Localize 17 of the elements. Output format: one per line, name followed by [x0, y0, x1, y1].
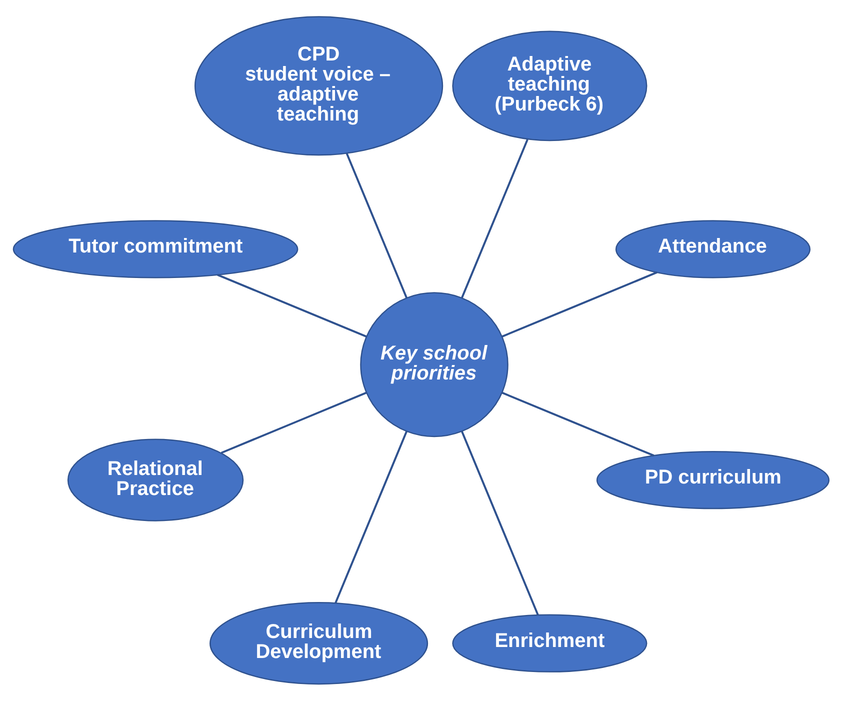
node-ellipse: Attendance — [615, 220, 810, 278]
connector — [502, 271, 658, 338]
node-ellipse: CPD student voice – adaptive teaching — [194, 16, 444, 156]
node-ellipse: Relational Practice — [67, 438, 244, 522]
connector — [334, 431, 408, 604]
connector — [220, 392, 367, 454]
connector — [346, 152, 408, 298]
connector — [217, 274, 367, 338]
node-circle: Key school priorities — [360, 292, 508, 438]
connector — [502, 392, 654, 457]
node-ellipse: PD curriculum — [596, 451, 830, 510]
node-ellipse: Adaptive teaching (Purbeck 6) — [452, 30, 648, 142]
connector — [460, 431, 539, 616]
node-ellipse: Curriculum Development — [210, 602, 428, 685]
node-ellipse: Enrichment — [452, 614, 648, 672]
node-ellipse: Tutor commitment — [12, 220, 298, 278]
connector — [460, 139, 528, 298]
